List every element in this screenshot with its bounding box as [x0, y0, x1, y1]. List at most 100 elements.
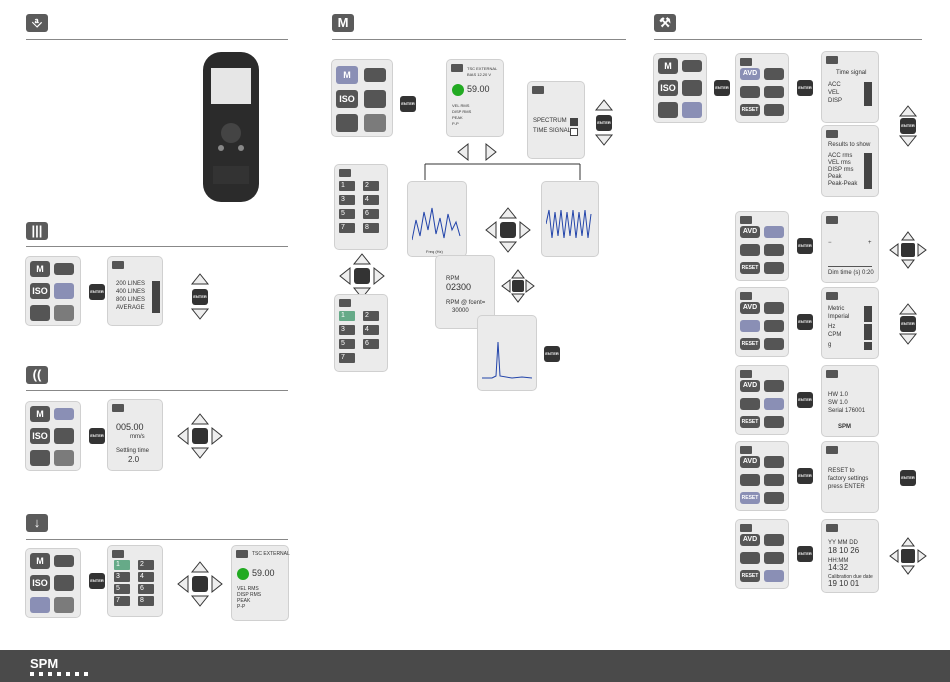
settings-button[interactable] — [54, 305, 74, 321]
enter-key[interactable]: ENTER — [900, 316, 916, 332]
up-arrow-icon[interactable] — [594, 98, 614, 112]
display-button[interactable] — [764, 380, 784, 392]
units-button[interactable] — [740, 244, 760, 256]
m-button[interactable]: M — [658, 58, 678, 74]
enter-key[interactable]: ENTER — [714, 80, 730, 96]
iso-button[interactable]: ISO — [30, 575, 50, 591]
left-arrow-icon[interactable] — [456, 142, 470, 162]
up-arrow-icon[interactable] — [190, 272, 210, 286]
dpad-icon[interactable] — [888, 230, 928, 270]
info-button[interactable] — [764, 86, 784, 98]
units-button[interactable] — [740, 398, 760, 410]
vib-button[interactable] — [54, 408, 74, 420]
vib-button[interactable] — [54, 555, 74, 567]
dpad-icon[interactable] — [484, 206, 532, 254]
checkbox[interactable] — [570, 118, 578, 126]
enter-key[interactable]: ENTER — [89, 573, 105, 589]
down-arrow-icon[interactable] — [898, 134, 918, 148]
settings-button[interactable] — [364, 114, 386, 132]
dpad-icon[interactable] — [888, 536, 928, 576]
reset-button[interactable]: RESET — [740, 416, 760, 428]
checkbox[interactable] — [152, 305, 160, 313]
checkbox[interactable] — [864, 332, 872, 340]
memory-slot[interactable]: 8 — [138, 596, 154, 606]
memory-slot[interactable]: 4 — [363, 325, 379, 335]
vib-button[interactable] — [364, 68, 386, 82]
clock-button[interactable] — [764, 492, 784, 504]
enter-key[interactable]: ENTER — [797, 80, 813, 96]
memory-slot[interactable]: 3 — [339, 325, 355, 335]
dpad-icon[interactable] — [176, 560, 224, 608]
memory-slot[interactable]: 3 — [114, 572, 130, 582]
clock-button[interactable] — [764, 262, 784, 274]
download-button[interactable] — [30, 305, 50, 321]
enter-key[interactable]: ENTER — [797, 468, 813, 484]
display-button[interactable] — [764, 302, 784, 314]
display-button[interactable] — [764, 68, 784, 80]
memory-slot[interactable]: 3 — [339, 195, 355, 205]
iso-button[interactable]: ISO — [658, 80, 678, 96]
avd-button[interactable]: AVD — [740, 68, 760, 80]
settings-button[interactable] — [682, 102, 702, 118]
checkbox[interactable] — [570, 128, 578, 136]
enter-key[interactable]: ENTER — [900, 118, 916, 134]
spectrum-button[interactable] — [54, 575, 74, 591]
up-arrow-icon[interactable] — [898, 302, 918, 316]
reset-button[interactable]: RESET — [740, 104, 760, 116]
memory-slot[interactable]: 2 — [363, 311, 379, 321]
iso-button[interactable]: ISO — [30, 428, 50, 444]
checkbox[interactable] — [864, 342, 872, 350]
down-arrow-icon[interactable] — [190, 307, 210, 321]
enter-key[interactable]: ENTER — [89, 428, 105, 444]
units-button[interactable] — [740, 86, 760, 98]
memory-slot[interactable]: 5 — [339, 339, 355, 349]
units-button[interactable] — [740, 474, 760, 486]
reset-button[interactable]: RESET — [740, 262, 760, 274]
memory-slot[interactable]: 7 — [114, 596, 130, 606]
spectrum-button[interactable] — [364, 90, 386, 108]
download-button[interactable] — [336, 114, 358, 132]
checkbox[interactable] — [864, 82, 872, 90]
memory-slot[interactable]: 7 — [339, 353, 355, 363]
memory-slot[interactable]: 1 — [114, 560, 130, 570]
checkbox[interactable] — [864, 324, 872, 332]
info-button[interactable] — [764, 320, 784, 332]
enter-key[interactable]: ENTER — [797, 392, 813, 408]
memory-slot[interactable]: 6 — [138, 584, 154, 594]
avd-button[interactable]: AVD — [740, 226, 760, 238]
down-arrow-icon[interactable] — [898, 332, 918, 346]
reset-button[interactable]: RESET — [740, 338, 760, 350]
clock-button[interactable] — [764, 570, 784, 582]
right-arrow-icon[interactable] — [484, 142, 498, 162]
download-button[interactable] — [30, 597, 50, 613]
enter-key[interactable]: ENTER — [900, 470, 916, 486]
memory-slot[interactable]: 2 — [363, 181, 379, 191]
enter-key[interactable]: ENTER — [400, 96, 416, 112]
reset-button[interactable]: RESET — [740, 492, 760, 504]
memory-slot[interactable]: 5 — [339, 209, 355, 219]
memory-slot[interactable]: 1 — [339, 311, 355, 321]
iso-button[interactable]: ISO — [30, 283, 50, 299]
avd-button[interactable]: AVD — [740, 380, 760, 392]
info-button[interactable] — [764, 244, 784, 256]
checkbox[interactable] — [864, 306, 872, 314]
checkbox[interactable] — [152, 281, 160, 289]
checkbox[interactable] — [152, 297, 160, 305]
checkbox[interactable] — [152, 289, 160, 297]
vib-button[interactable] — [54, 263, 74, 275]
units-button[interactable] — [740, 320, 760, 332]
checkbox[interactable] — [864, 98, 872, 106]
enter-key[interactable]: ENTER — [544, 346, 560, 362]
checkbox[interactable] — [864, 90, 872, 98]
reset-button[interactable]: RESET — [740, 570, 760, 582]
dpad-icon[interactable] — [176, 412, 224, 460]
vib-button[interactable] — [682, 60, 702, 72]
settings-button[interactable] — [54, 597, 74, 613]
m-button[interactable]: M — [336, 66, 358, 84]
avd-button[interactable]: AVD — [740, 534, 760, 546]
memory-slot[interactable]: 6 — [363, 339, 379, 349]
m-button[interactable]: M — [30, 406, 50, 422]
spectrum-button[interactable] — [54, 428, 74, 444]
info-button[interactable] — [764, 474, 784, 486]
avd-button[interactable]: AVD — [740, 456, 760, 468]
